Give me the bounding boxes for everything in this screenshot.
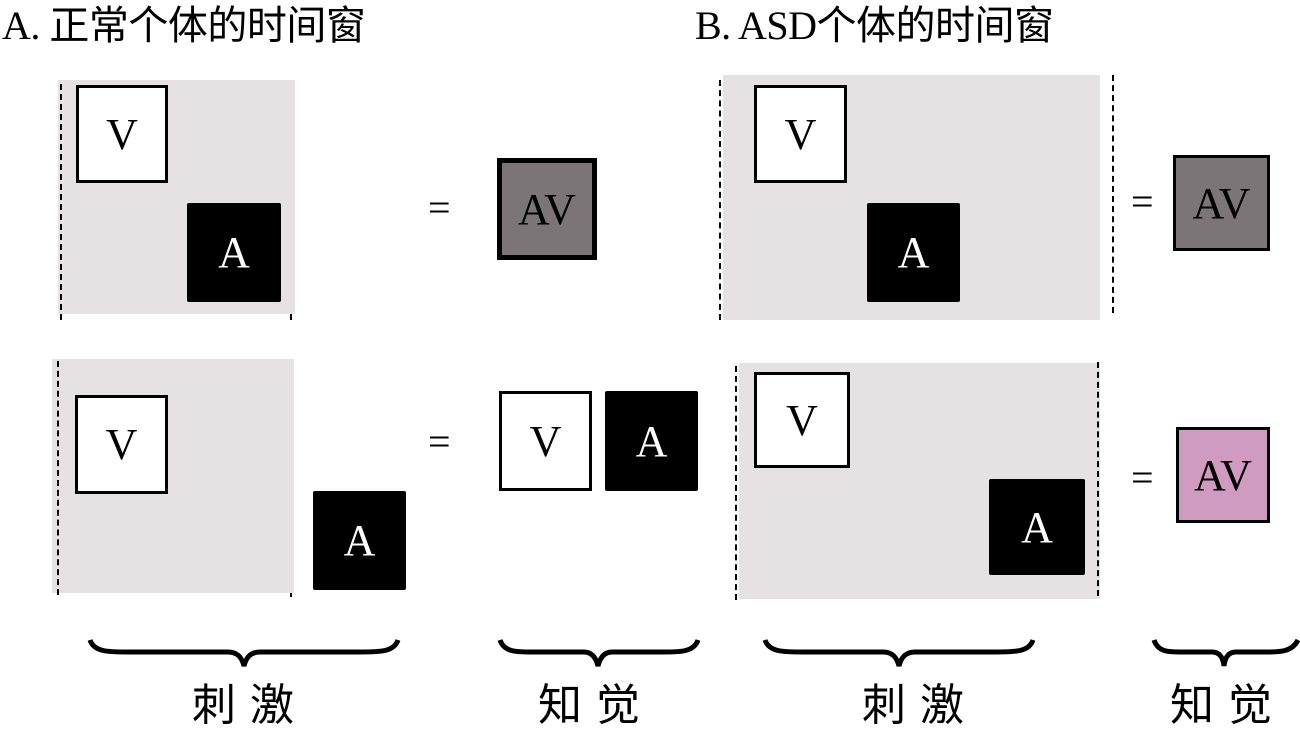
panel-b-row2-auditory-stimulus: A <box>989 479 1085 575</box>
panel-b-row2-visual-stimulus: V <box>754 372 850 468</box>
panel-a-row2-visual-stimulus: V <box>75 395 168 494</box>
panel-b-row1-equals: = <box>1131 179 1154 224</box>
panel-a-row1-visual-stimulus: V <box>76 85 168 183</box>
panel-b-row2-window-right-boundary-line <box>1097 362 1099 596</box>
panel-b-row2-fused-percept: AV <box>1176 427 1270 523</box>
panel-a-row1-equals: = <box>428 185 451 230</box>
panel-b-row1-window-right-boundary <box>1112 75 1114 313</box>
panel-b-title: B. ASD个体的时间窗 <box>695 3 1054 48</box>
panel-a-percept-brace <box>497 638 701 667</box>
panel-a-row1-auditory-stimulus: A <box>187 203 281 302</box>
panel-a-percept-label: 知觉 <box>538 681 654 730</box>
panel-b-row1-auditory-stimulus: A <box>867 203 960 302</box>
panel-b-percept-label: 知觉 <box>1170 681 1286 730</box>
panel-b-row1-visual-stimulus: V <box>754 85 847 183</box>
panel-a-row2-percept-visual: V <box>499 391 592 491</box>
panel-a-row2-equals: = <box>428 419 451 464</box>
panel-a-row1-window-left-boundary <box>60 84 62 320</box>
panel-b-row2-equals: = <box>1131 455 1154 500</box>
panel-a-row2-window-left-boundary <box>57 361 59 595</box>
panel-b-row1-fused-percept: AV <box>1173 155 1270 251</box>
panel-a-stimulus-brace <box>87 638 401 667</box>
panel-a-row2-percept-auditory: A <box>605 391 698 491</box>
panel-b-row1-window-left-boundary <box>719 80 721 320</box>
panel-b-percept-brace <box>1151 638 1300 667</box>
panel-b-row2-window-left-boundary <box>735 366 737 600</box>
panel-b-stimulus-brace <box>762 638 1036 667</box>
panel-a-title: A. 正常个体的时间窗 <box>2 3 366 48</box>
panel-a-row2-auditory-stimulus: A <box>313 491 406 590</box>
panel-b-stimulus-label: 刺激 <box>862 681 978 730</box>
panel-a-row1-fused-percept: AV <box>497 158 597 260</box>
panel-a-stimulus-label: 刺激 <box>192 681 308 730</box>
